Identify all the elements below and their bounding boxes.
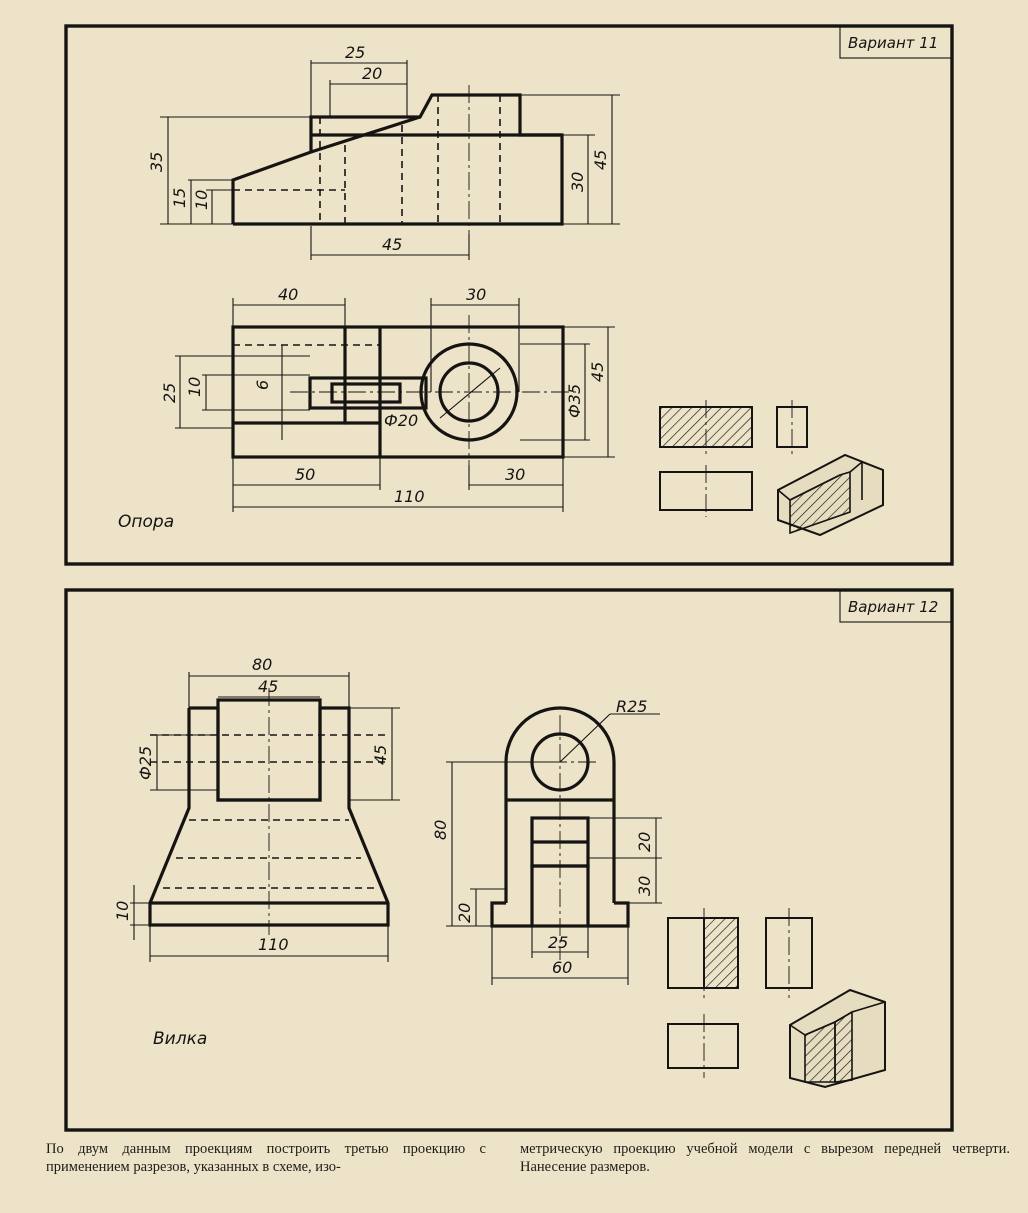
dim-10-vilka: 10 — [113, 901, 132, 921]
dim-6: 6 — [253, 380, 272, 390]
dim-80-top: 80 — [252, 655, 272, 674]
instruction-text-left: По двум данным проекциям построить треть… — [46, 1141, 486, 1175]
top-view-dimensions: 40 30 25 10 6 Ф20 Ф35 45 — [160, 285, 615, 512]
part-name-opora: Опора — [118, 512, 174, 532]
side-view-vilka-dimensions: 80 20 20 30 25 60 — [431, 761, 662, 985]
side-view-vilka: R25 — [490, 697, 660, 960]
dim-35: 35 — [147, 152, 166, 172]
dim-30-right: 30 — [635, 876, 654, 896]
front-view-vilka-dimensions: 80 45 Ф25 45 10 110 — [113, 655, 400, 962]
dim-45-bottom: 45 — [382, 235, 402, 254]
panel-frame — [64, 588, 954, 1132]
dim-50: 50 — [295, 465, 315, 484]
dim-15: 15 — [170, 188, 189, 208]
top-view-opora — [231, 315, 580, 465]
dim-phi25: Ф25 — [136, 746, 155, 780]
dim-r25: R25 — [616, 697, 647, 716]
dim-20-left: 20 — [455, 903, 474, 923]
dim-30-top: 30 — [466, 285, 486, 304]
dim-10: 10 — [192, 190, 211, 210]
dim-20: 20 — [362, 64, 382, 83]
dim-20-right: 20 — [635, 832, 654, 852]
dim-110-vilka: 110 — [258, 935, 289, 954]
dim-phi20: Ф20 — [384, 411, 418, 430]
section-scheme-12 — [667, 908, 886, 1089]
dim-45-right-vilka: 45 — [371, 745, 390, 765]
instruction-text-right: метрическую проекцию учебной модели с вы… — [520, 1141, 1010, 1175]
dim-25-vilka: 25 — [548, 933, 568, 952]
variant-11-panel: Вариант 11 25 20 35 — [64, 24, 954, 566]
dim-45-top: 45 — [258, 677, 278, 696]
front-view-opora — [231, 85, 564, 234]
dim-25: 25 — [345, 43, 365, 62]
variant-label-box — [839, 25, 953, 59]
variant-label: Вариант 11 — [848, 34, 938, 52]
dim-45-plan: 45 — [588, 362, 607, 382]
dim-40: 40 — [278, 285, 298, 304]
dim-60: 60 — [552, 958, 572, 977]
dim-30-bottom: 30 — [505, 465, 525, 484]
dim-80-left: 80 — [431, 820, 450, 840]
front-view-vilka — [148, 688, 390, 935]
dim-phi35: Ф35 — [565, 384, 584, 418]
dim-10-left: 10 — [185, 377, 204, 397]
front-view-dimensions: 25 20 35 15 10 45 30 45 — [147, 43, 620, 260]
panel-frame — [64, 24, 954, 566]
dim-25-left: 25 — [160, 383, 179, 403]
dim-30-right: 30 — [568, 172, 587, 192]
dim-110: 110 — [394, 487, 425, 506]
variant-12-panel: Вариант 12 80 45 Ф25 — [64, 588, 954, 1132]
section-scheme-11 — [659, 400, 884, 537]
variant-label-box — [839, 589, 953, 623]
dim-45-right: 45 — [591, 150, 610, 170]
variant-label: Вариант 12 — [848, 598, 938, 616]
part-name-vilka: Вилка — [153, 1029, 207, 1049]
